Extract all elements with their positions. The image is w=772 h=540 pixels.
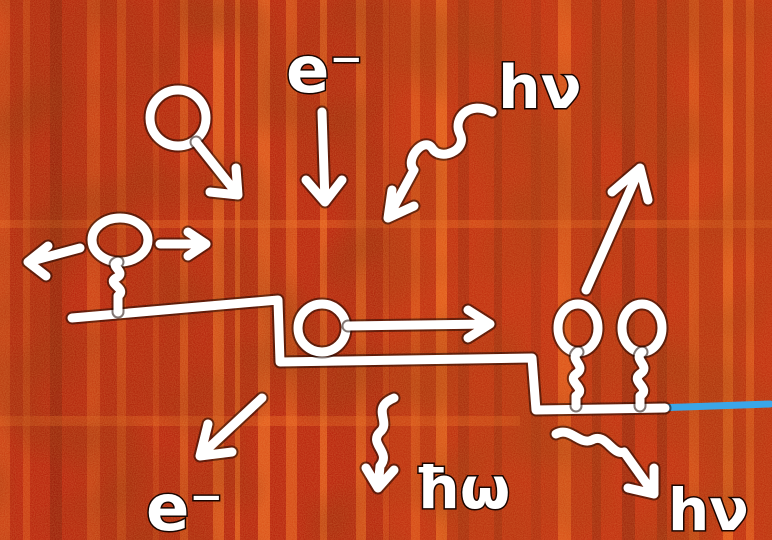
- photon-in-label: hν: [498, 53, 582, 123]
- photon-out-label: hν: [668, 476, 749, 540]
- thermal-label: ħω: [414, 454, 510, 522]
- electron-out-arrow-icon: [200, 398, 262, 456]
- photon-out-arrow-icon: [556, 432, 654, 494]
- photon-in-arrow-icon: [388, 108, 492, 218]
- heat-arrow-icon: [366, 398, 394, 488]
- electron-in-label: e⁻: [286, 34, 363, 108]
- substrate-trace: [655, 404, 770, 408]
- desorbing-molecules-icon: [558, 168, 662, 406]
- adsorbed-molecule-left-icon: [28, 218, 206, 312]
- electron-out-label: e⁻: [146, 472, 223, 540]
- incoming-molecule-icon: [150, 90, 238, 195]
- electron-in-arrow-icon: [306, 112, 342, 202]
- diffusing-molecule-icon: [298, 304, 490, 352]
